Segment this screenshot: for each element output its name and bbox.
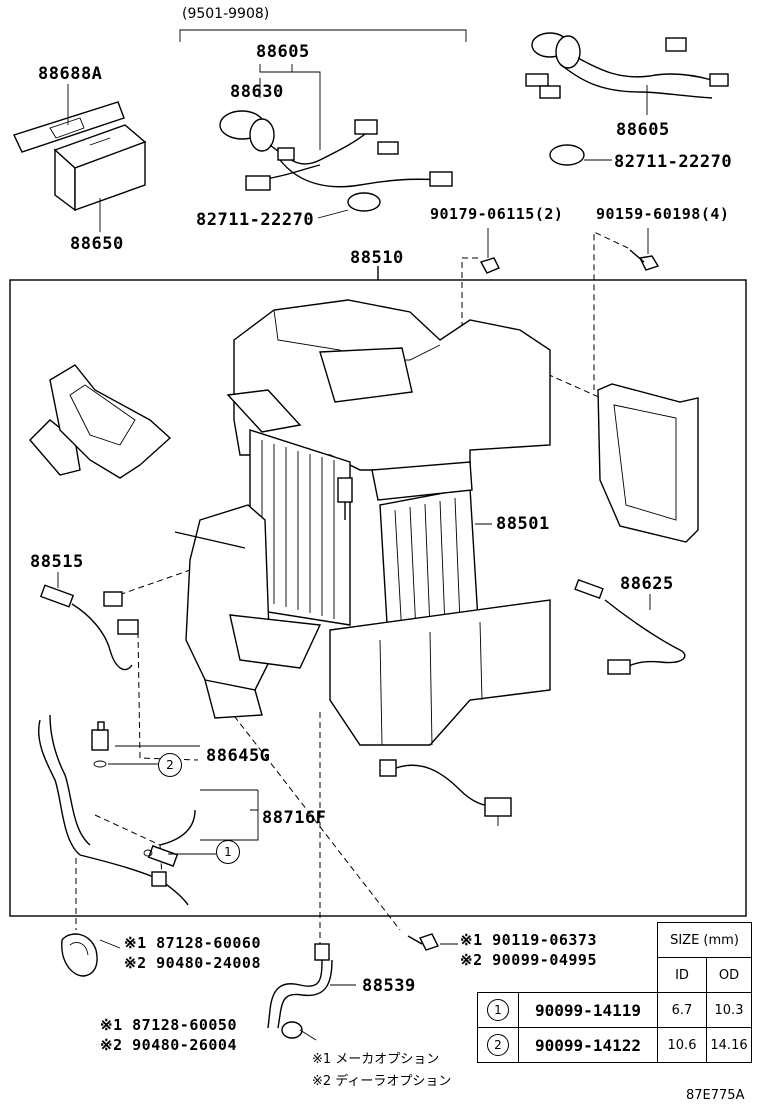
part-82711-b-label: 82711-22270 [614, 152, 733, 172]
table-row: 2 90099-14122 10.6 14.16 [477, 1027, 752, 1063]
option-part-right-1: ※1 90119-06373 [460, 931, 597, 949]
part-88539-label: 88539 [362, 976, 416, 996]
row-id-value: 6.7 [657, 992, 707, 1028]
heater-unit-88510-drawing [174, 299, 551, 746]
note-dealer-option: ※2 ディーラオプション [312, 1074, 452, 1089]
part-88605-a-label: 88605 [256, 42, 310, 62]
date-bracket [179, 29, 467, 42]
part-88501-label: 88501 [496, 514, 550, 534]
option-part-left-top-2: ※2 90480-24008 [124, 954, 261, 972]
row-od-value: 10.3 [706, 992, 752, 1028]
harness-88605-b-drawing [525, 32, 729, 166]
row-part-number: 90099-14119 [518, 992, 658, 1028]
bolt-90119-drawing [407, 933, 439, 951]
option-part-right-2: ※2 90099-04995 [460, 951, 597, 969]
pipe-88716f-drawing [38, 714, 196, 906]
option-part-left-bot-2: ※2 90480-26004 [100, 1036, 237, 1054]
nut-90179-drawing [479, 257, 500, 274]
harness-lower-drawing [379, 759, 512, 826]
part-88688a-label: 88688A [38, 64, 103, 84]
duct-right-drawing [597, 383, 699, 543]
part-88645g-label: 88645G [206, 746, 271, 766]
option-part-left-top-1: ※1 87128-60060 [124, 934, 261, 952]
sensor-88625-drawing [574, 578, 686, 675]
size-table: SIZE (mm) ID OD 1 90099-14119 6.7 10.3 2… [477, 922, 752, 1063]
size-header: SIZE (mm) [657, 922, 752, 958]
col-id-header: ID [657, 957, 707, 993]
part-88650-label: 88650 [70, 234, 124, 254]
switch-88645g-drawing [91, 721, 109, 768]
ecu-88650-drawing [13, 101, 147, 212]
option-part-left-bot-1: ※1 87128-60050 [100, 1016, 237, 1034]
row-number: 2 [487, 1034, 509, 1056]
row-od-value: 14.16 [706, 1027, 752, 1063]
date-range-label: (9501-9908) [182, 6, 270, 22]
figure-code: 87E775A [686, 1088, 745, 1103]
part-88630-label: 88630 [230, 82, 284, 102]
sensor-88515-drawing [39, 584, 139, 671]
part-88510-label: 88510 [350, 248, 404, 268]
part-88605-b-label: 88605 [616, 120, 670, 140]
callout-1: 1 [216, 840, 240, 864]
table-row: 1 90099-14119 6.7 10.3 [477, 992, 752, 1028]
note-maker-option: ※1 メーカオプション [312, 1052, 440, 1067]
row-number: 1 [487, 999, 509, 1021]
grommet-87128-60060-drawing [61, 933, 98, 977]
row-part-number: 90099-14122 [518, 1027, 658, 1063]
harness-88605-a-drawing [219, 110, 453, 212]
bolt-90159-drawing [629, 249, 660, 271]
col-od-header: OD [706, 957, 752, 993]
part-88515-label: 88515 [30, 552, 84, 572]
callout-2: 2 [158, 753, 182, 777]
part-82711-a-label: 82711-22270 [196, 210, 315, 230]
part-88716f-label: 88716F [262, 808, 327, 828]
row-id-value: 10.6 [657, 1027, 707, 1063]
duct-left-drawing [29, 364, 172, 479]
part-90179-label: 90179-06115(2) [430, 205, 564, 223]
part-90159-label: 90159-60198(4) [596, 205, 730, 223]
drain-hose-88539-drawing [267, 943, 333, 1039]
part-88625-label: 88625 [620, 574, 674, 594]
